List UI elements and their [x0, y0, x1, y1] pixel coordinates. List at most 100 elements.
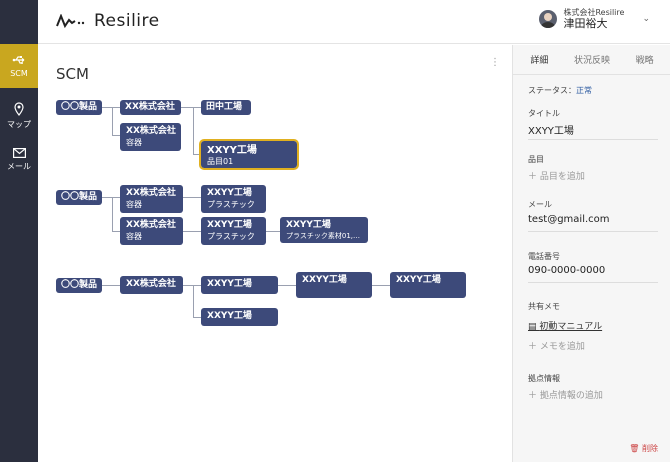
delete-label: 削除	[642, 444, 658, 453]
scm-node-company[interactable]: XX株式会社 容器	[120, 185, 183, 213]
add-item-label: 品目を追加	[539, 172, 585, 182]
scm-node-factory[interactable]: XXYY工場	[201, 276, 278, 294]
connector	[266, 231, 280, 232]
user-menu[interactable]: 株式会社Resilire 津田裕大 ⌄	[539, 8, 650, 30]
node-title: XXYY工場	[302, 275, 347, 285]
scm-node-product[interactable]: 〇〇製品	[56, 100, 102, 115]
scm-node-company[interactable]: XX株式会社	[120, 276, 183, 294]
logo: Resilire	[56, 11, 160, 31]
scm-canvas: SCM ⋮ 〇〇製品 XX株式会社 田中工場 XX株式会社 容器 XXYY工場 …	[38, 45, 512, 462]
memo-label: 共有メモ	[528, 302, 560, 311]
node-subtitle: プラスチック	[207, 231, 255, 241]
plus-icon: ＋	[528, 342, 540, 352]
memo-link[interactable]: ▤ 初動マニュアル	[528, 319, 602, 332]
node-title: XXYY工場	[207, 188, 252, 198]
connector	[193, 317, 201, 318]
logo-wave-icon	[56, 14, 85, 28]
map-pin-icon	[14, 102, 24, 116]
status-row: ステータス：正常	[528, 85, 592, 96]
plus-icon: ＋	[528, 391, 540, 401]
tab-status[interactable]: 状況反映	[574, 56, 611, 66]
node-title: XXYY工場	[207, 311, 252, 321]
node-title: XX株式会社	[126, 126, 176, 136]
scm-node-product[interactable]: 〇〇製品	[56, 278, 102, 293]
node-title: XXYY工場	[286, 220, 331, 230]
scm-node-factory[interactable]: XXYY工場 プラスチック	[201, 185, 266, 213]
mail-icon	[12, 148, 26, 158]
sidebar-item-map[interactable]: マップ	[0, 94, 38, 138]
tab-strategy[interactable]: 戦略	[635, 56, 654, 66]
add-memo-button[interactable]: ＋ メモを追加	[528, 339, 585, 352]
divider	[528, 231, 658, 232]
delete-button[interactable]: 🗑 削除	[629, 443, 658, 454]
node-title: XX株式会社	[126, 220, 176, 230]
connector	[112, 135, 120, 136]
add-base-label: 拠点情報の追加	[539, 391, 603, 401]
node-subtitle: 容器	[126, 137, 142, 147]
scm-node-factory[interactable]: XXYY工場	[201, 308, 278, 326]
sidebar-item-label: メール	[7, 162, 31, 171]
scm-node-factory[interactable]: XXYY工場 プラスチック素材01,素材...	[280, 217, 368, 243]
connector	[193, 107, 194, 154]
connector	[102, 107, 120, 108]
mail-label: メール	[528, 200, 552, 209]
scm-node-selected[interactable]: XXYY工場 品目01	[199, 139, 299, 170]
scm-node-factory[interactable]: XXYY工場	[390, 272, 466, 298]
connector	[112, 107, 113, 135]
base-label: 拠点情報	[528, 374, 560, 383]
node-title: XX株式会社	[126, 188, 176, 198]
sidebar-item-mail[interactable]: メール	[0, 138, 38, 182]
connector	[193, 154, 201, 155]
node-title: XXYY工場	[207, 145, 257, 156]
title-field[interactable]: XXYY工場	[528, 126, 574, 137]
email-field[interactable]: test@gmail.com	[528, 214, 610, 225]
node-title: XX株式会社	[126, 279, 176, 289]
page-title: SCM	[56, 65, 89, 83]
detail-panel: 詳細 状況反映 戦略 ステータス：正常 タイトル XXYY工場 品目 ＋ 品目を…	[512, 45, 670, 462]
usb-icon	[12, 56, 25, 64]
divider	[528, 282, 658, 283]
phone-label: 電話番号	[528, 252, 560, 261]
scm-node-factory[interactable]: 田中工場	[201, 100, 251, 115]
scm-node-factory[interactable]: XXYY工場 プラスチック	[201, 217, 266, 245]
node-title: 〇〇製品	[61, 192, 98, 202]
document-icon: ▤	[528, 322, 540, 332]
connector	[183, 231, 201, 232]
node-title: XXYY工場	[207, 279, 252, 289]
status-badge: 正常	[576, 86, 592, 95]
scm-node-company[interactable]: XX株式会社 容器	[120, 217, 183, 245]
user-company: 株式会社Resilire	[563, 8, 625, 17]
sidebar-item-label: マップ	[7, 120, 31, 129]
add-base-button[interactable]: ＋ 拠点情報の追加	[528, 388, 603, 401]
sidebar: SCM マップ メール	[0, 0, 42, 462]
kebab-menu-icon[interactable]: ⋮	[490, 57, 500, 68]
trash-icon: 🗑	[629, 444, 642, 453]
add-item-button[interactable]: ＋ 品目を追加	[528, 169, 585, 182]
connector	[181, 107, 201, 108]
node-title: XXYY工場	[396, 275, 441, 285]
status-label: ステータス：	[528, 86, 576, 95]
connector	[112, 231, 120, 232]
node-title: 〇〇製品	[61, 280, 98, 290]
connector	[278, 285, 296, 286]
node-title: XX株式会社	[125, 102, 175, 112]
connector	[183, 285, 201, 286]
scm-node-factory[interactable]: XXYY工場	[296, 272, 372, 298]
node-subtitle: 容器	[126, 199, 142, 209]
sidebar-item-label: SCM	[10, 69, 28, 78]
title-label: タイトル	[528, 109, 560, 118]
item-label: 品目	[528, 155, 544, 164]
tab-details[interactable]: 詳細	[530, 56, 549, 66]
divider	[528, 139, 658, 140]
phone-field[interactable]: 090-0000-0000	[528, 265, 606, 276]
scm-node-company[interactable]: XX株式会社 容器	[120, 123, 181, 151]
connector	[112, 197, 113, 231]
chevron-down-icon: ⌄	[642, 14, 650, 25]
node-subtitle: 品目01	[207, 157, 234, 166]
sidebar-item-scm[interactable]: SCM	[0, 44, 42, 88]
scm-node-company[interactable]: XX株式会社	[120, 100, 181, 115]
add-memo-label: メモを追加	[539, 342, 585, 352]
scm-node-product[interactable]: 〇〇製品	[56, 190, 102, 205]
node-title: 田中工場	[206, 102, 243, 112]
user-name: 津田裕大	[563, 16, 608, 30]
